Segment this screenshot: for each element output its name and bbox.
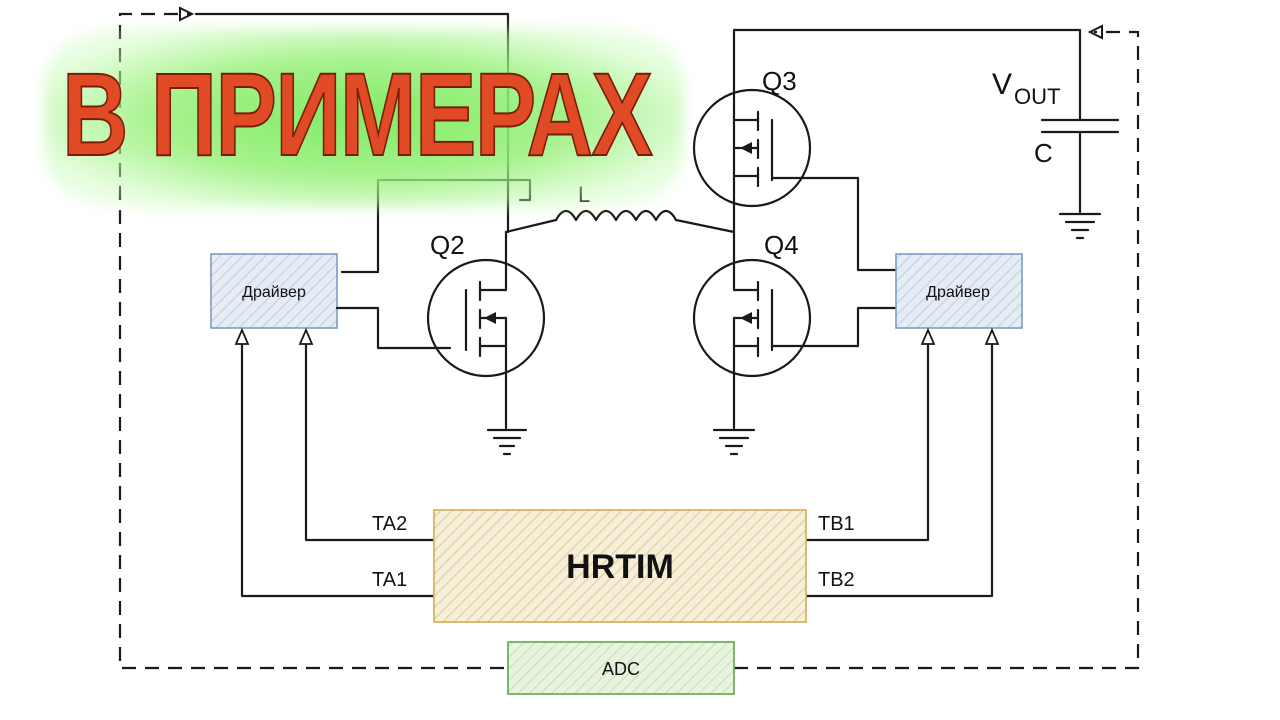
- banner-glow: [44, 28, 684, 208]
- capacitor-label: C: [1034, 138, 1053, 168]
- driver-right-label: Драйвер: [926, 284, 990, 301]
- q4-ground-icon: [712, 428, 756, 456]
- driver-left-box: Драйвер: [210, 253, 338, 329]
- vout-rail: [732, 28, 1082, 234]
- driver-right-box: Драйвер: [895, 253, 1023, 329]
- q3-label: Q3: [762, 66, 797, 96]
- hrtim-block: HRTIM: [433, 509, 807, 623]
- adc-label: ADC: [602, 659, 640, 679]
- feedback-loop: [118, 6, 1140, 670]
- tb1-label: TB1: [818, 513, 855, 535]
- capacitor: C V OUT: [992, 68, 1120, 214]
- adc-block: ADC: [507, 641, 735, 695]
- ta1-label: TA1: [372, 569, 407, 591]
- q3-transistor: Q3: [692, 66, 898, 272]
- tb2-label: TB2: [818, 569, 855, 591]
- q4-label: Q4: [764, 230, 799, 260]
- vout-subscript: OUT: [1014, 84, 1060, 109]
- ta2-label: TA2: [372, 513, 407, 535]
- vout-label: V: [992, 68, 1012, 101]
- driver-left-to-q2: [335, 306, 452, 350]
- driver-left-label: Драйвер: [242, 284, 306, 301]
- q2-transistor: Q2: [426, 230, 546, 430]
- q4-transistor: Q4: [692, 230, 898, 430]
- control-signals: TA2 TA1 TB1 TB2: [234, 327, 1000, 598]
- q2-label: Q2: [430, 230, 465, 260]
- q2-ground-icon: [486, 428, 528, 456]
- banner-title: В ПРИМЕРАХ: [61, 48, 653, 182]
- hrtim-label: HRTIM: [566, 548, 674, 586]
- capacitor-ground-icon: [1058, 212, 1102, 240]
